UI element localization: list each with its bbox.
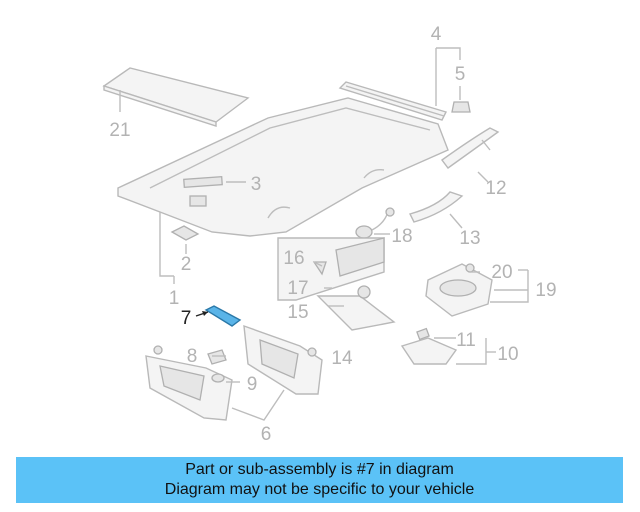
leader-6 [231, 389, 285, 421]
callout-21: 21 [109, 120, 130, 141]
part-9-clip [211, 373, 225, 383]
part-6-visor-left [145, 345, 233, 421]
callout-9: 9 [247, 374, 258, 395]
leader-12 [477, 171, 489, 183]
callout-7: 7 [181, 308, 192, 329]
part-5-clip [451, 86, 471, 113]
part-8-bracket [207, 349, 227, 365]
leader-16 [313, 261, 323, 267]
callout-20: 20 [491, 262, 512, 283]
callout-8: 8 [187, 346, 198, 367]
callout-10: 10 [497, 344, 518, 365]
part-4-roof-rail [338, 81, 447, 121]
leader-10 [456, 338, 487, 365]
leader-13 [449, 213, 463, 229]
callout-12: 12 [485, 178, 506, 199]
part-6-visor-right [243, 324, 323, 395]
callout-19: 19 [535, 280, 556, 301]
leader-1 [159, 212, 174, 277]
leader-19b [490, 270, 529, 303]
diagram-caption-banner: Part or sub-assembly is #7 in diagram Di… [16, 457, 623, 503]
part-10-dome-lamp [400, 327, 458, 365]
callout-16: 16 [283, 248, 304, 269]
callout-17: 17 [287, 278, 308, 299]
callout-3: 3 [251, 174, 262, 195]
caption-line-part-number: Part or sub-assembly is #7 in diagram [185, 461, 454, 478]
callout-15: 15 [287, 302, 308, 323]
headliner [117, 97, 449, 237]
callout-18: 18 [391, 226, 412, 247]
caption-line-disclaimer: Diagram may not be specific to your vehi… [164, 481, 475, 498]
part-7-highlighted [204, 305, 242, 327]
part-19-map-lamp [425, 263, 493, 317]
callout-6: 6 [261, 424, 272, 445]
callout-5: 5 [455, 64, 466, 85]
parts-diagram: 4 5 21 3 12 13 18 2 16 17 15 20 19 1 7 1… [102, 24, 557, 445]
callout-1: 1 [169, 288, 180, 309]
callout-11: 11 [456, 330, 476, 351]
callout-14: 14 [331, 348, 353, 369]
leader-4b [436, 47, 461, 60]
callout-2: 2 [181, 254, 192, 275]
leader-7-arrow [202, 311, 208, 316]
part-18-socket [355, 207, 395, 239]
part-12-grab-handle [441, 127, 500, 169]
callout-13: 13 [459, 228, 480, 249]
part-2-clip [170, 225, 200, 241]
part-21-panel [102, 67, 250, 127]
callout-4: 4 [431, 24, 442, 45]
part-14-overhead-console [277, 237, 396, 331]
part-13-grab-handle [408, 191, 464, 223]
